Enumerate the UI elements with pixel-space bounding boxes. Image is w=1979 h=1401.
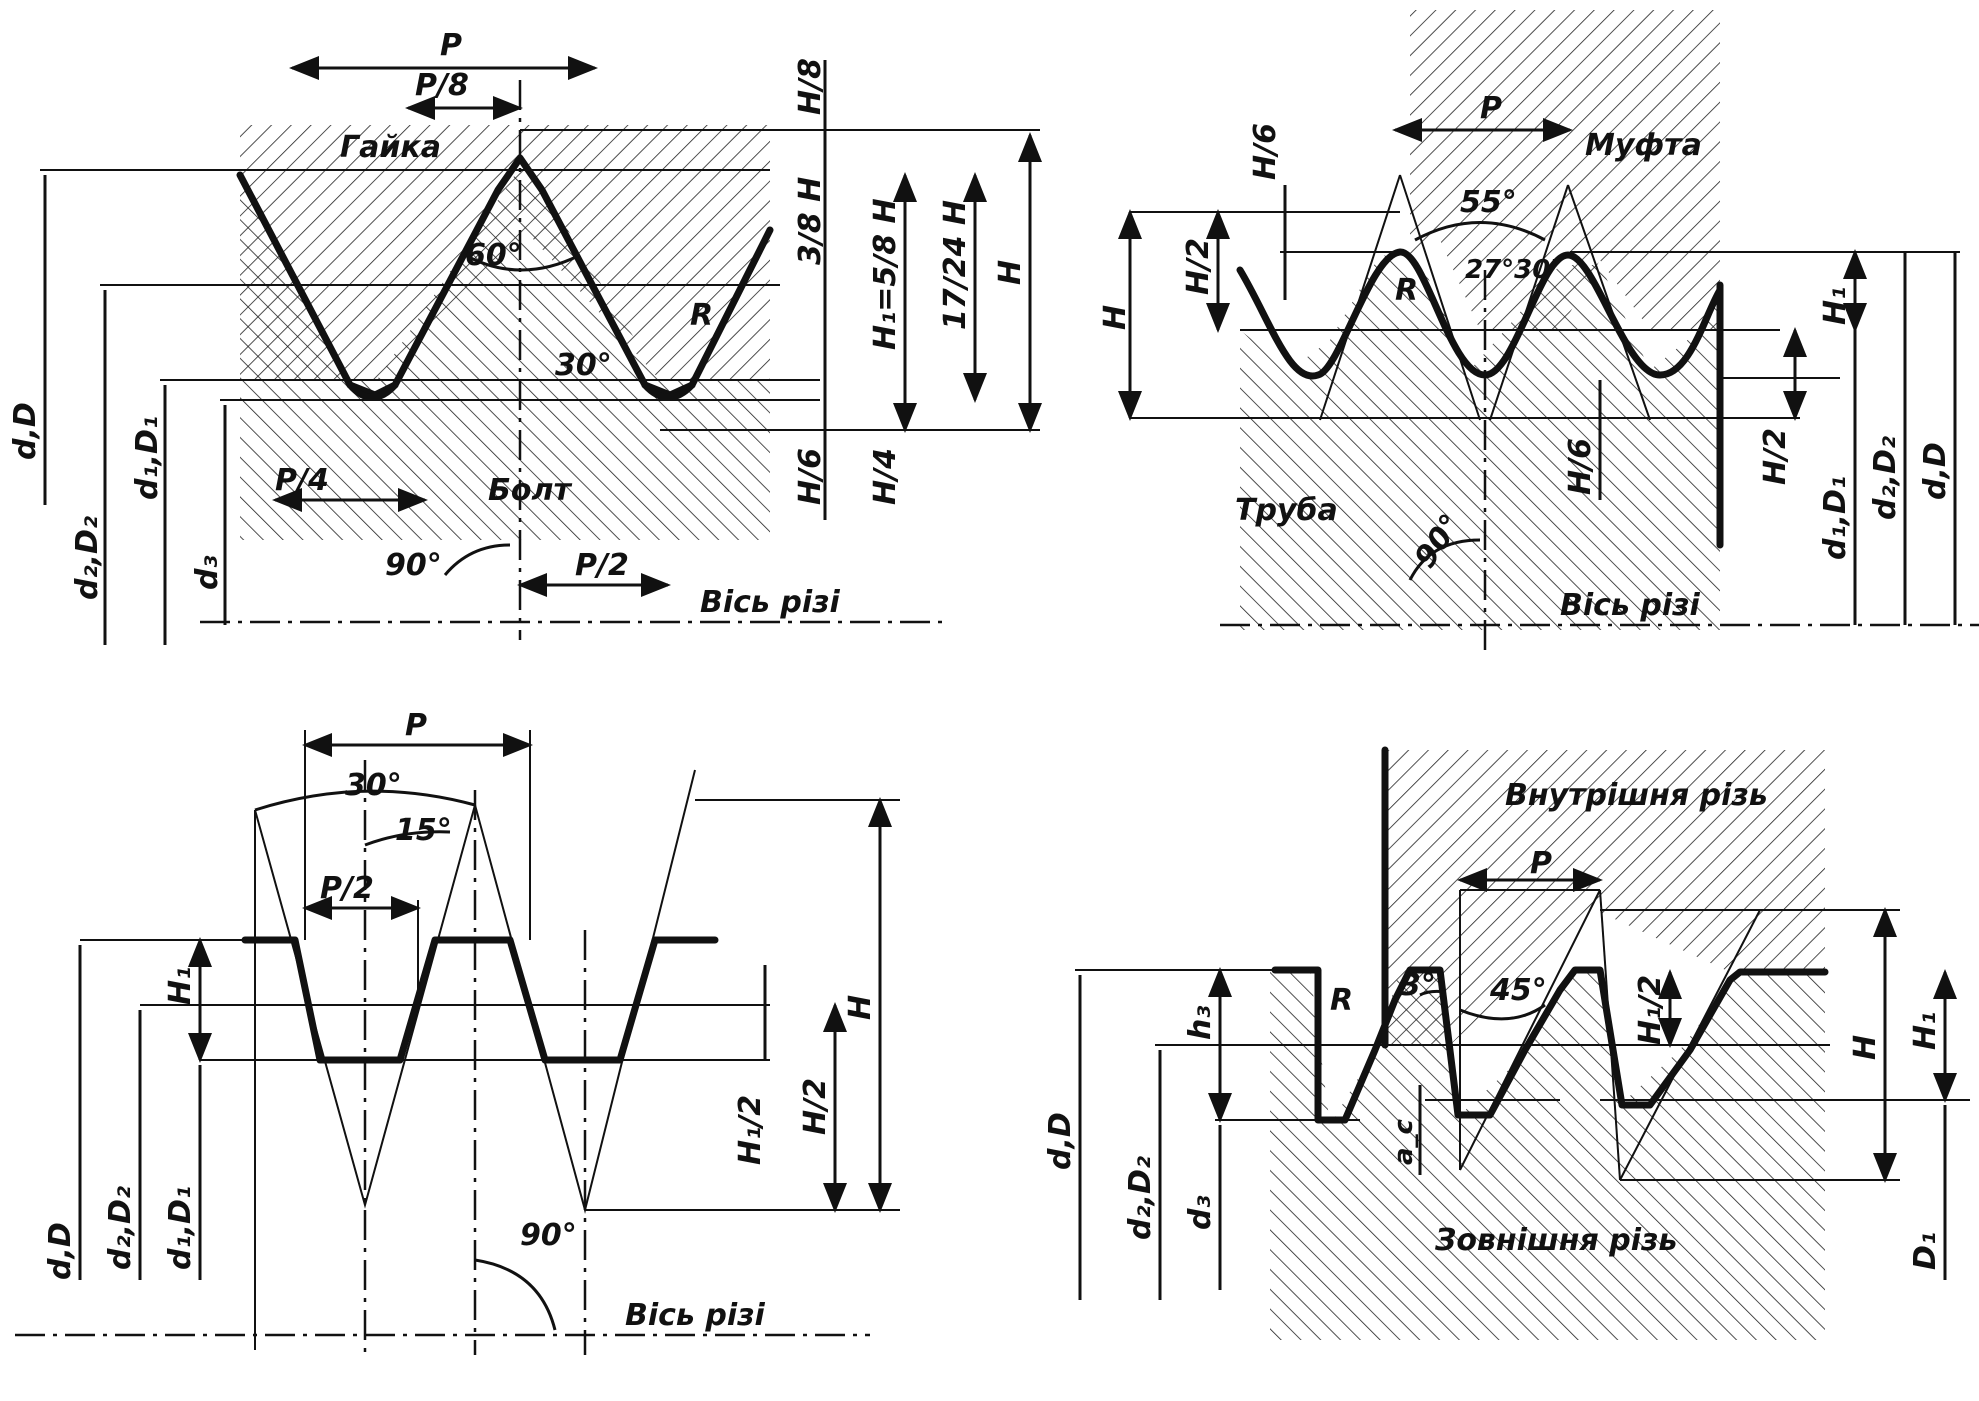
arc-90 — [474, 1258, 557, 1331]
label-h6: H/6 — [793, 448, 828, 505]
label-a90: 90° — [520, 1218, 577, 1253]
label-p4: P/4 — [275, 463, 329, 498]
label-h2: H/2 — [798, 1078, 833, 1135]
label-ac: a_c — [1389, 1118, 1419, 1165]
label-h12: H₁/2 — [1633, 975, 1668, 1045]
construction-flank-2 — [1619, 909, 1761, 1181]
label-h4: H/4 — [868, 448, 903, 505]
arc-3 — [1419, 989, 1446, 997]
construction-right — [1599, 889, 1621, 1181]
label-d2D2: d₂,D₂ — [1868, 436, 1903, 520]
label-p: P — [1530, 846, 1552, 881]
label-h3: h₃ — [1183, 1006, 1218, 1041]
construction-line-1 — [1319, 174, 1401, 421]
pipe-hatch-region — [1240, 255, 1720, 630]
label-h2b: H/2 — [1758, 428, 1793, 485]
arc-55 — [1414, 221, 1546, 242]
label-d2D2: d₂,D₂ — [70, 516, 105, 600]
label-a15: 15° — [395, 813, 452, 848]
label-h: H — [843, 995, 878, 1020]
label-a30: 30° — [345, 768, 402, 803]
label-a90: 90° — [385, 548, 442, 583]
root-arc-left — [346, 381, 399, 401]
arc-30 — [254, 789, 476, 812]
label-external: Зовнішня різь — [1434, 1223, 1677, 1258]
label-d2D2: d₂,D₂ — [103, 1186, 138, 1270]
label-internal: Внутрішня різь — [1505, 778, 1768, 813]
arc-60 — [464, 253, 581, 272]
label-d3: d₃ — [190, 555, 225, 590]
panel-metric-thread: P P/8 Гайка Болт 60° 30° R P/4 P/2 90° В… — [8, 28, 1042, 645]
label-p8: P/8 — [415, 68, 469, 103]
label-h2: H/2 — [1181, 238, 1216, 295]
bolt-hatch-region — [240, 160, 770, 540]
label-p: P — [405, 708, 427, 743]
label-coupling: Муфта — [1585, 128, 1702, 163]
label-p: P — [440, 28, 462, 63]
label-a55: 55° — [1460, 185, 1517, 220]
label-h38: 3/8 H — [793, 177, 828, 265]
arc-15 — [364, 830, 451, 847]
label-d2D2: d₂,D₂ — [1123, 1156, 1158, 1240]
construction-line-3 — [1489, 184, 1569, 421]
arc-45 — [1459, 1003, 1546, 1021]
label-a3: 3° — [1400, 968, 1436, 1003]
label-a45: 45° — [1489, 973, 1547, 1008]
trapezoid-profile-line — [241, 936, 719, 1064]
construction-flank — [1459, 889, 1601, 1171]
label-d1D1: d₁,D₁ — [1818, 476, 1853, 560]
label-h12: H₁/2 — [733, 1095, 768, 1165]
label-h1724: 17/24 H — [938, 200, 973, 330]
label-dD: d,D — [1918, 442, 1953, 500]
label-h1: H₁ — [1818, 287, 1853, 325]
label-axis: Вісь різі — [700, 585, 841, 620]
label-dD: d,D — [8, 402, 43, 460]
label-h: H — [1098, 305, 1133, 330]
label-p2: P/2 — [320, 871, 374, 906]
label-r: R — [1395, 273, 1418, 308]
label-h1: H₁ — [1908, 1012, 1943, 1050]
label-h6b: H/6 — [1563, 438, 1598, 495]
label-nut: Гайка — [340, 130, 441, 165]
label-D1: D₁ — [1908, 1232, 1943, 1270]
label-d1D1: d₁,D₁ — [163, 1186, 198, 1270]
arc-90 — [443, 543, 511, 576]
label-p2: P/2 — [575, 548, 629, 583]
external-hatch-region — [1270, 970, 1825, 1340]
nut-hatch-region — [240, 125, 770, 380]
panel-pipe-thread: P Муфта Труба 55° 27°30' R 90° Вісь різі… — [1098, 10, 1979, 650]
coupling-hatch-region — [1410, 10, 1720, 330]
label-p: P — [1480, 91, 1502, 126]
label-h: H — [1848, 1035, 1883, 1060]
label-h8: H/8 — [793, 58, 828, 115]
root-arc-right — [641, 381, 696, 401]
label-axis: Вісь різі — [625, 1298, 766, 1333]
label-d1D1: d₁,D₁ — [130, 416, 165, 500]
label-a60: 60° — [465, 238, 522, 273]
label-d3: d₃ — [1183, 1195, 1218, 1230]
label-dD: d,D — [1043, 1112, 1078, 1170]
construction-line-2 — [1399, 174, 1481, 421]
label-dD: d,D — [43, 1222, 78, 1280]
panel-trapezoidal-thread: P 30° 15° P/2 90° Вісь різі d,D d₂,D₂ d₁… — [15, 708, 900, 1355]
panel-buttress-thread: Внутрішня різь Зовнішня різь P R 3° 45° … — [1043, 746, 1970, 1340]
label-h6: H/6 — [1248, 123, 1283, 180]
label-h: H — [993, 260, 1028, 285]
arc-90 — [1408, 538, 1481, 581]
label-h1: H₁ — [163, 967, 198, 1005]
label-pipe: Труба — [1235, 493, 1338, 528]
label-r: R — [1330, 983, 1353, 1018]
label-r: R — [690, 298, 713, 333]
internal-hatch-region — [1385, 750, 1825, 1045]
label-bolt: Болт — [488, 473, 572, 508]
label-a30: 30° — [555, 348, 612, 383]
label-axis: Вісь різі — [1560, 588, 1701, 623]
construction-line-4 — [1567, 184, 1651, 421]
label-a2730: 27°30' — [1465, 255, 1558, 285]
label-h1: H₁=5/8 H — [868, 198, 903, 350]
